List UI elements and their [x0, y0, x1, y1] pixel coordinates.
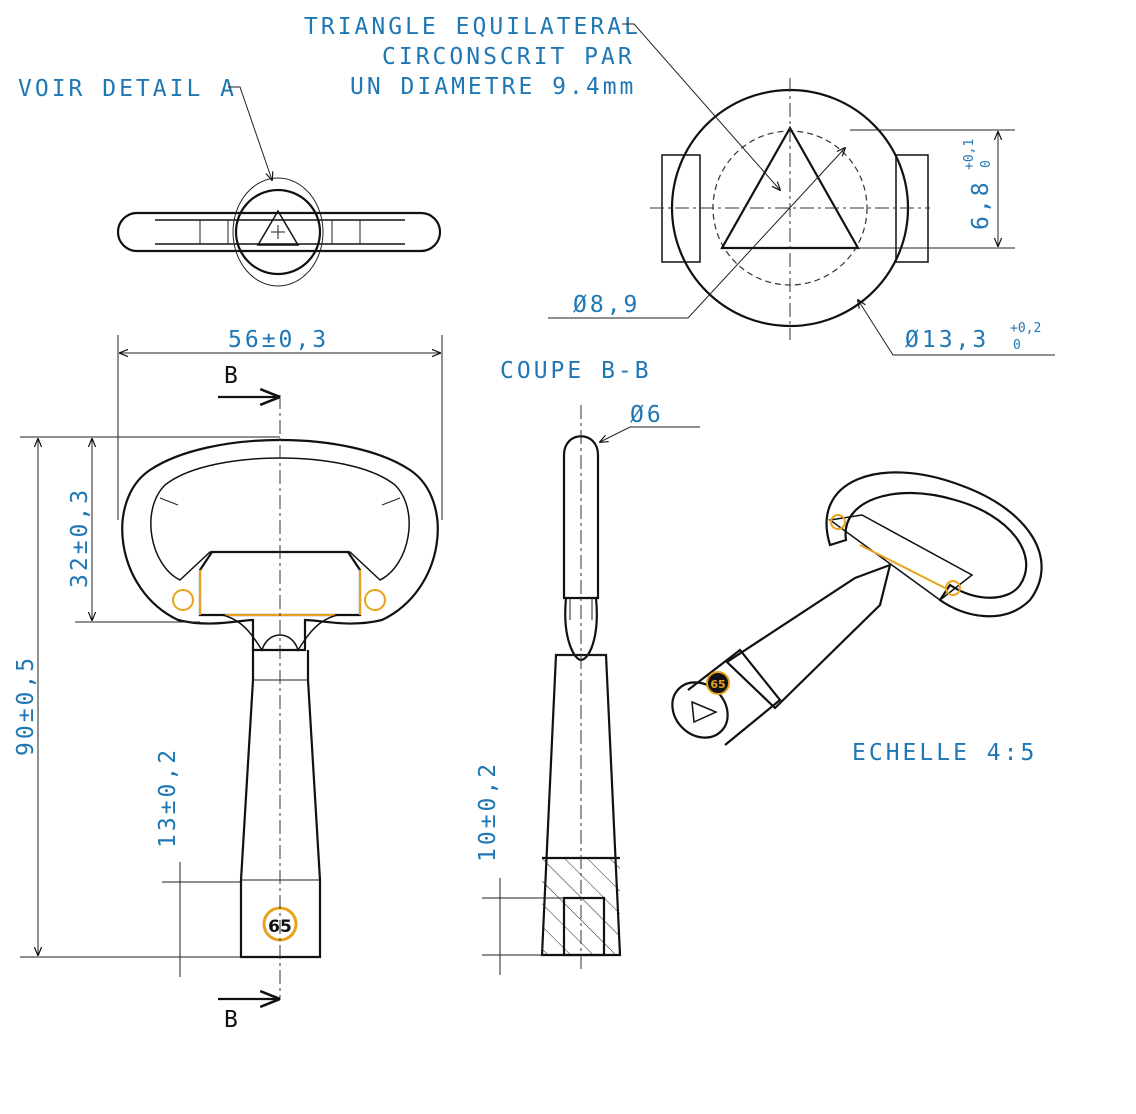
front-view: 65 [121, 395, 439, 1000]
diameter-outer-label: Ø13,3 +0,2 0 [905, 321, 1041, 353]
detail-ref-label: VOIR DETAIL A [18, 76, 272, 180]
scale-label: ECHELLE 4:5 [852, 740, 1037, 766]
section-mark-top-text: B [224, 363, 241, 389]
dim-rod-diameter: Ø6 [600, 402, 700, 442]
diameter-outer-tol-upper: +0,2 [1010, 321, 1041, 336]
triangle-note-line2: CIRCONSCRIT PAR [382, 44, 635, 70]
dim-section-tip-text: 10±0,2 [475, 761, 501, 862]
triangle-note: TRIANGLE EQUILATERAL CIRCONSCRIT PAR UN … [304, 14, 780, 190]
detail-ref-text: VOIR DETAIL A [18, 76, 237, 102]
engraving-badge-iso [706, 671, 730, 695]
section-marker-top: B [218, 363, 278, 397]
dim-height-total-text: 90±0,5 [13, 655, 39, 756]
key-ring-inner [150, 457, 410, 581]
dim-ring-height: 32±0,3 [67, 439, 200, 623]
iso-shank [725, 563, 892, 710]
iso-ring [825, 471, 1043, 618]
dim-rod-diameter-text: Ø6 [630, 402, 664, 428]
triangle-height-tol-lower: 0 [979, 160, 994, 168]
section-mark-bottom-text: B [224, 1007, 241, 1033]
top-view [116, 177, 442, 287]
section-title: COUPE B-B [500, 358, 652, 384]
isometric-view: 65 [671, 471, 1043, 746]
dim-width: 56±0,3 [117, 327, 443, 520]
diameter-inner-label: Ø8,9 [573, 292, 640, 318]
top-view-triangle-icon [256, 209, 300, 246]
triangle-note-line3: UN DIAMETRE 9.4mm [350, 74, 636, 100]
diameter-outer-tol-lower: 0 [1013, 338, 1021, 353]
diameter-outer-base: Ø13,3 [905, 327, 989, 353]
triangle-height-tol-upper: +0,1 [962, 139, 977, 170]
dim-width-text: 56±0,3 [228, 327, 329, 353]
top-view-hub [234, 188, 322, 276]
dim-tip-length: 13±0,2 [155, 747, 240, 977]
detail-a-view [548, 78, 1055, 356]
iso-triangle-icon [691, 700, 718, 724]
dim-tip-length-text: 13±0,2 [155, 747, 181, 848]
triangle-height-label: 6,8 +0,1 0 [962, 139, 994, 230]
section-rod [562, 435, 600, 600]
engraving-text-iso: 65 [710, 678, 725, 691]
dim-ring-height-text: 32±0,3 [67, 487, 93, 588]
key-ring-outer [121, 438, 439, 652]
section-b-view [540, 405, 622, 972]
dim-height-total: 90±0,5 [13, 436, 280, 958]
triangle-note-line1: TRIANGLE EQUILATERAL [304, 14, 641, 40]
section-marker-bottom: B [218, 999, 278, 1033]
dim-section-tip: 10±0,2 [475, 761, 564, 975]
triangle-height-base: 6,8 [968, 179, 994, 230]
top-view-ring-outer [232, 177, 324, 287]
